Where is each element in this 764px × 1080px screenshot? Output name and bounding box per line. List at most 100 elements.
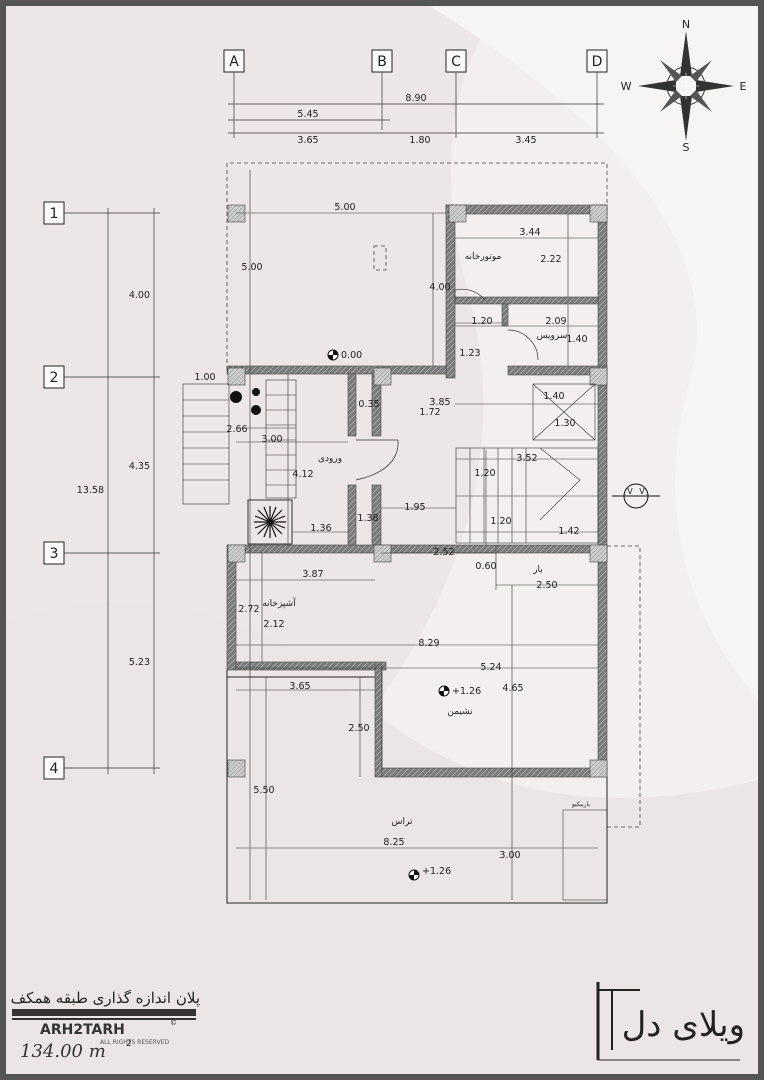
room-bar: بار	[532, 565, 543, 575]
svg-text:8.29: 8.29	[418, 638, 439, 649]
svg-text:5.50: 5.50	[253, 785, 274, 796]
svg-text:1.72: 1.72	[419, 407, 440, 418]
svg-text:3.00: 3.00	[499, 850, 520, 861]
room-motor-room: موتورخانه	[465, 252, 502, 262]
compass: N S E W	[621, 18, 747, 154]
drawing-sheet: A B C D 8.90 5.45 3.65 1.80 3.45 1 2 3 4	[6, 6, 758, 1074]
svg-text:1.95: 1.95	[404, 502, 425, 513]
brand-name: ARH2TARH	[40, 1022, 125, 1038]
svg-text:5.24: 5.24	[480, 662, 501, 673]
svg-text:D: D	[592, 54, 603, 70]
room-living: نشیمن	[447, 707, 472, 717]
dim-34: 5.23	[129, 657, 150, 668]
level-mark-icon	[327, 349, 339, 361]
compass-east: E	[740, 80, 747, 93]
level-parking: 0.00	[341, 350, 362, 361]
svg-text:1.20: 1.20	[474, 468, 495, 479]
footer-right: ویلای دل	[596, 982, 745, 1061]
level-mark-icon	[408, 869, 420, 881]
svg-text:5.00: 5.00	[334, 202, 355, 213]
dim-12: 4.00	[129, 290, 150, 301]
svg-text:8.25: 8.25	[383, 837, 404, 848]
svg-text:4.65: 4.65	[502, 683, 523, 694]
svg-text:2.52: 2.52	[433, 547, 454, 558]
svg-text:2.50: 2.50	[348, 723, 369, 734]
svg-text:3.87: 3.87	[302, 569, 323, 580]
footer-left: پلان اندازه گذاری طبقه همکف ARH2TARH © A…	[11, 989, 200, 1062]
plan-area: 134.00 m	[20, 1041, 106, 1062]
villa-name: ویلای دل	[622, 1005, 745, 1045]
level-living: +1.26	[452, 686, 481, 697]
svg-text:B: B	[377, 54, 387, 70]
svg-text:2.72: 2.72	[238, 604, 259, 615]
svg-text:3.52: 3.52	[516, 453, 537, 464]
grid-row-2: 2	[43, 365, 65, 389]
svg-text:2: 2	[50, 370, 59, 386]
svg-text:2.12: 2.12	[263, 619, 284, 630]
svg-text:3.44: 3.44	[519, 227, 540, 238]
svg-text:4.00: 4.00	[429, 282, 450, 293]
outline-dashed	[226, 162, 641, 828]
main-stairs	[455, 383, 599, 544]
room-labels: موتورخانه سرویس ورودی بار آشپزخانه نشیمن…	[262, 252, 590, 827]
svg-text:1.42: 1.42	[558, 526, 579, 537]
grid-col-a: A	[223, 49, 245, 73]
svg-text:3.85: 3.85	[429, 397, 450, 408]
entrance-stairs	[182, 379, 297, 505]
dim-bc: 1.80	[409, 135, 430, 146]
compass-west: W	[621, 80, 632, 93]
svg-text:0.35: 0.35	[358, 399, 379, 410]
plan-title: پلان اندازه گذاری طبقه همکف	[11, 989, 200, 1007]
grid-row-3: 3	[43, 541, 65, 565]
copyright-mark: ©	[170, 1019, 177, 1027]
svg-text:2.09: 2.09	[545, 316, 566, 327]
dim-total-width: 8.90	[405, 93, 426, 104]
svg-text:3.00: 3.00	[261, 434, 282, 445]
svg-text:4.12: 4.12	[292, 469, 313, 480]
room-terrace: تراس	[392, 817, 413, 827]
grid-row-4: 4	[43, 756, 65, 780]
level-marks: 0.00 +1.26 +1.26	[327, 349, 481, 881]
room-kitchen: آشپزخانه	[262, 597, 296, 609]
svg-text:3.65: 3.65	[289, 681, 310, 692]
walls	[226, 204, 608, 901]
svg-text:1.36: 1.36	[310, 523, 331, 534]
svg-text:1.23: 1.23	[459, 348, 480, 359]
grid-row-markers: 1 2 3 4 13.58 4.00 4.35 5.23	[43, 201, 160, 780]
interior-dimension-lines	[236, 170, 598, 900]
grid-col-c: C	[445, 49, 467, 73]
terrace-outline	[226, 670, 608, 904]
room-service: سرویس	[537, 331, 568, 341]
dim-cd: 3.45	[515, 135, 536, 146]
svg-text:2.66: 2.66	[226, 424, 247, 435]
svg-text:V: V	[627, 487, 633, 496]
level-mark-icon	[438, 685, 450, 697]
planter-icon	[230, 388, 293, 545]
svg-text:C: C	[451, 54, 461, 70]
svg-text:1.20: 1.20	[490, 516, 511, 527]
dim-ab-b: 5.45	[297, 109, 318, 120]
level-terrace: +1.26	[422, 866, 451, 877]
svg-text:V: V	[639, 487, 645, 496]
svg-text:2.50: 2.50	[536, 580, 557, 591]
compass-north: N	[682, 18, 690, 31]
section-marker: V V	[612, 483, 660, 509]
svg-text:1.00: 1.00	[194, 372, 215, 383]
structural-columns	[227, 204, 608, 778]
svg-text:1.20: 1.20	[471, 316, 492, 327]
dim-ab: 3.65	[297, 135, 318, 146]
doors	[355, 288, 539, 481]
dim-23: 4.35	[129, 461, 150, 472]
grid-col-b: B	[371, 49, 393, 73]
svg-text:2.22: 2.22	[540, 254, 561, 265]
grid-column-markers: A B C D 8.90 5.45 3.65 1.80 3.45	[223, 49, 608, 146]
svg-text:1: 1	[50, 206, 59, 222]
interior-dimension-text: 5.00 5.00 4.00 3.44 2.22 1.20 2.09 1.40 …	[194, 202, 587, 861]
compass-south: S	[683, 141, 690, 154]
svg-text:2: 2	[126, 1039, 132, 1049]
grid-row-1: 1	[43, 201, 65, 225]
svg-text:1.40: 1.40	[543, 391, 564, 402]
background-decor	[6, 6, 758, 1074]
room-barbecue: باربیکیو	[571, 801, 590, 808]
svg-text:0.60: 0.60	[475, 561, 496, 572]
